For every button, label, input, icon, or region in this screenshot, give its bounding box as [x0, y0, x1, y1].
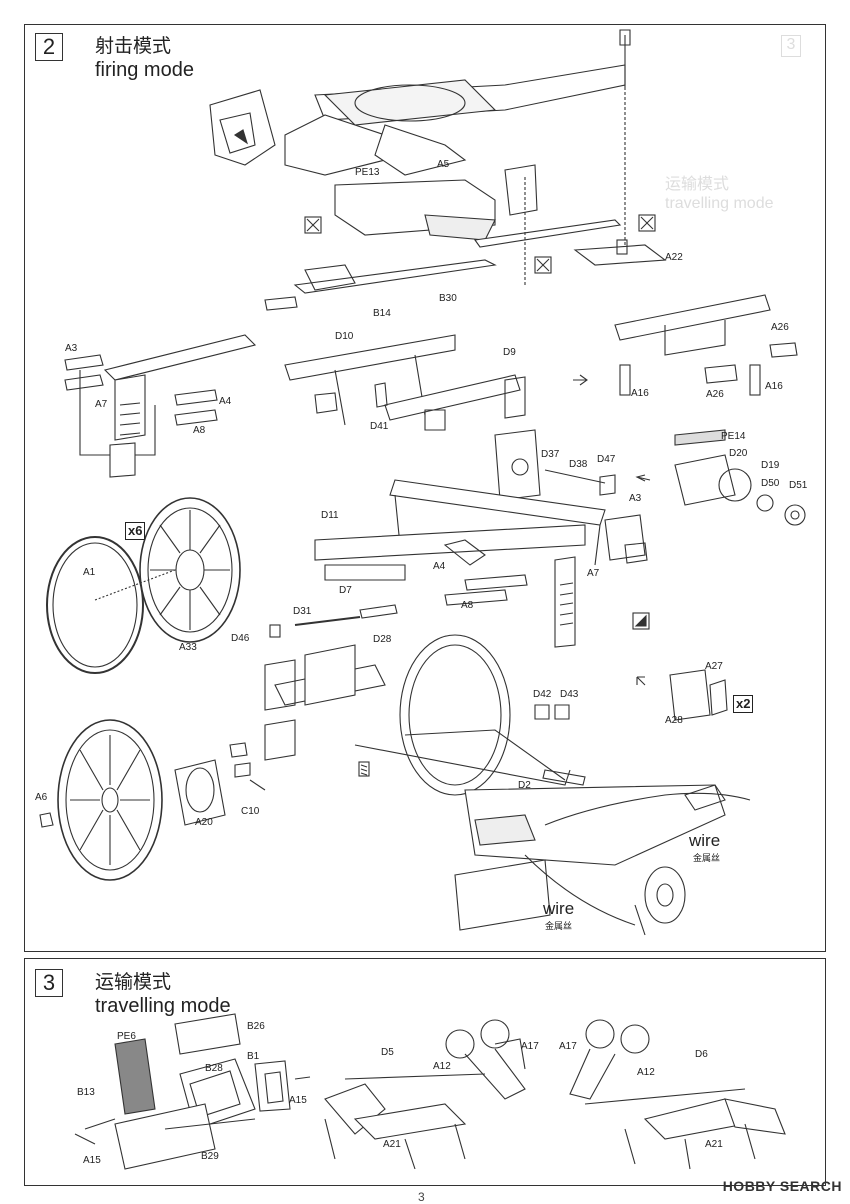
part-label-pe13: PE13 — [355, 167, 380, 178]
part-label-d38: D38 — [569, 459, 588, 470]
part-label-a21-right: A21 — [705, 1139, 723, 1150]
part-label-d20: D20 — [729, 448, 748, 459]
part-label-a16-left: A16 — [631, 388, 649, 399]
part-label-a20: A20 — [195, 817, 213, 828]
ghost-title-en: travelling mode — [665, 195, 774, 212]
part-label-d37: D37 — [541, 449, 560, 460]
part-label-a3-right: A3 — [629, 493, 642, 504]
step-number: 3 — [35, 969, 63, 997]
part-label-d28: D28 — [373, 634, 392, 645]
part-label-c10: C10 — [241, 806, 260, 817]
part-label-a26-lower: A26 — [706, 389, 724, 400]
part-label-d41: D41 — [370, 421, 389, 432]
part-label-a8: A8 — [193, 425, 206, 436]
part-label-a28: A28 — [665, 715, 683, 726]
part-label-a8-right: A8 — [461, 600, 474, 611]
part-label-a7-right: A7 — [587, 568, 600, 579]
part-label-d11: D11 — [321, 510, 339, 521]
part-label-d10: D10 — [335, 331, 354, 342]
part-label-d43: D43 — [560, 689, 579, 700]
step-title-zh: 运输模式 — [95, 971, 172, 993]
step-number: 2 — [35, 33, 63, 61]
part-label-a3: A3 — [65, 343, 78, 354]
part-label-a15-right: A15 — [289, 1095, 307, 1106]
part-label-d51: D51 — [789, 480, 808, 491]
part-label-a4-right: A4 — [433, 561, 446, 572]
part-label-a17-left: A17 — [521, 1041, 539, 1052]
part-label-a12-right: A12 — [637, 1067, 655, 1078]
quantity-x2-badge: x2 — [733, 695, 754, 713]
part-label-b26: B26 — [247, 1021, 265, 1032]
part-label-a16-right: A16 — [765, 381, 783, 392]
part-label-a4: A4 — [219, 396, 232, 407]
part-label-a5: A5 — [437, 159, 450, 170]
ghost-title-zh: 运输模式 — [665, 174, 730, 193]
part-label-pe14: PE14 — [721, 431, 746, 442]
part-label-b14: B14 — [373, 308, 391, 319]
wire-label-right-zh: 金属丝 — [693, 854, 721, 864]
part-label-b30: B30 — [439, 293, 457, 304]
part-label-b13: B13 — [77, 1087, 95, 1098]
part-label-d2: D2 — [518, 780, 531, 791]
part-label-a7: A7 — [95, 399, 108, 410]
part-label-a17-right: A17 — [559, 1041, 577, 1052]
step-title-zh: 射击模式 — [95, 35, 172, 57]
hobby-search-watermark: HOBBY SEARCH — [722, 1178, 842, 1194]
part-label-a22: A22 — [665, 252, 683, 263]
part-label-b28: B28 — [205, 1063, 223, 1074]
part-label-a6: A6 — [35, 792, 48, 803]
part-label-a26-upper: A26 — [771, 322, 789, 333]
part-label-a21-left: A21 — [383, 1139, 401, 1150]
firing-mode-assembly-drawing — [39, 29, 806, 936]
quantity-x6-badge: x6 — [125, 522, 146, 540]
part-label-a12-left: A12 — [433, 1061, 451, 1072]
part-label-d6: D6 — [695, 1049, 708, 1060]
step-title-en: travelling mode — [95, 995, 231, 1017]
step-title-en: firing mode — [95, 59, 194, 81]
ghost-step-number: 3 — [781, 35, 801, 57]
wire-label-right: wire — [689, 831, 721, 850]
page-number: 3 — [418, 1190, 425, 1204]
part-label-d46: D46 — [231, 633, 250, 644]
part-label-a1: A1 — [83, 567, 96, 578]
part-label-d31: D31 — [293, 606, 312, 617]
part-label-d9: D9 — [503, 347, 516, 358]
part-label-d42: D42 — [533, 689, 552, 700]
part-label-a33: A33 — [179, 642, 197, 653]
travelling-mode-assembly-drawing — [74, 1013, 786, 1170]
part-label-d5: D5 — [381, 1047, 394, 1058]
wire-label-bottom: wire — [543, 899, 575, 918]
wire-label-bottom-zh: 金属丝 — [545, 922, 573, 932]
part-label-a27: A27 — [705, 661, 723, 672]
part-label-pe6: PE6 — [117, 1031, 136, 1042]
part-label-d7: D7 — [339, 585, 352, 596]
part-label-d47: D47 — [597, 454, 616, 465]
part-label-b29: B29 — [201, 1151, 219, 1162]
part-label-d19: D19 — [761, 460, 780, 471]
part-label-a15-left: A15 — [83, 1155, 101, 1166]
step-3-panel: 3 运输模式 travelling mode B26 PE6 B1 B28 — [24, 958, 826, 1186]
part-label-d50: D50 — [761, 478, 780, 489]
part-label-b1: B1 — [247, 1051, 260, 1062]
step-2-panel: 2 射击模式 firing mode 3 运输模式 travelling mod… — [24, 24, 826, 952]
